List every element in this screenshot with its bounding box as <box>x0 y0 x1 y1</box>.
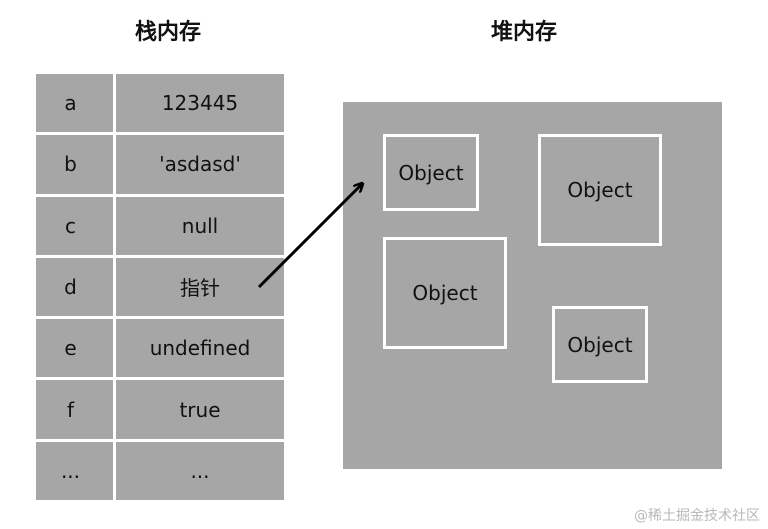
watermark: @稀土掘金技术社区 <box>634 508 760 524</box>
stack-key: f <box>36 380 113 439</box>
stack-value: null <box>116 196 284 255</box>
heap-object: Object <box>383 134 479 211</box>
stack-value: undefined <box>116 319 284 378</box>
stack-value: 'asdasd' <box>116 135 284 194</box>
stack-value: 123445 <box>116 74 284 133</box>
arrow-line <box>257 184 362 289</box>
stack-key: b <box>36 135 113 194</box>
stack-key: d <box>36 257 113 317</box>
stack-key: a <box>36 74 113 133</box>
heap-memory-title: 堆内存 <box>490 19 557 45</box>
stack-memory-title: 栈内存 <box>134 19 201 45</box>
stack-key: ... <box>36 441 113 500</box>
heap-object: Object <box>538 134 662 246</box>
stack-key: c <box>36 196 113 255</box>
heap-area: Object Object Object Object <box>343 102 722 469</box>
stack-key: e <box>36 319 113 378</box>
stack-table: a 123445 b 'asdasd' c null d 指针 e undefi… <box>36 74 284 500</box>
stack-value-pointer: 指针 <box>116 257 284 317</box>
heap-object: Object <box>552 306 648 383</box>
stack-value: true <box>116 380 284 439</box>
stack-value: ... <box>116 441 284 500</box>
heap-object: Object <box>383 237 507 349</box>
